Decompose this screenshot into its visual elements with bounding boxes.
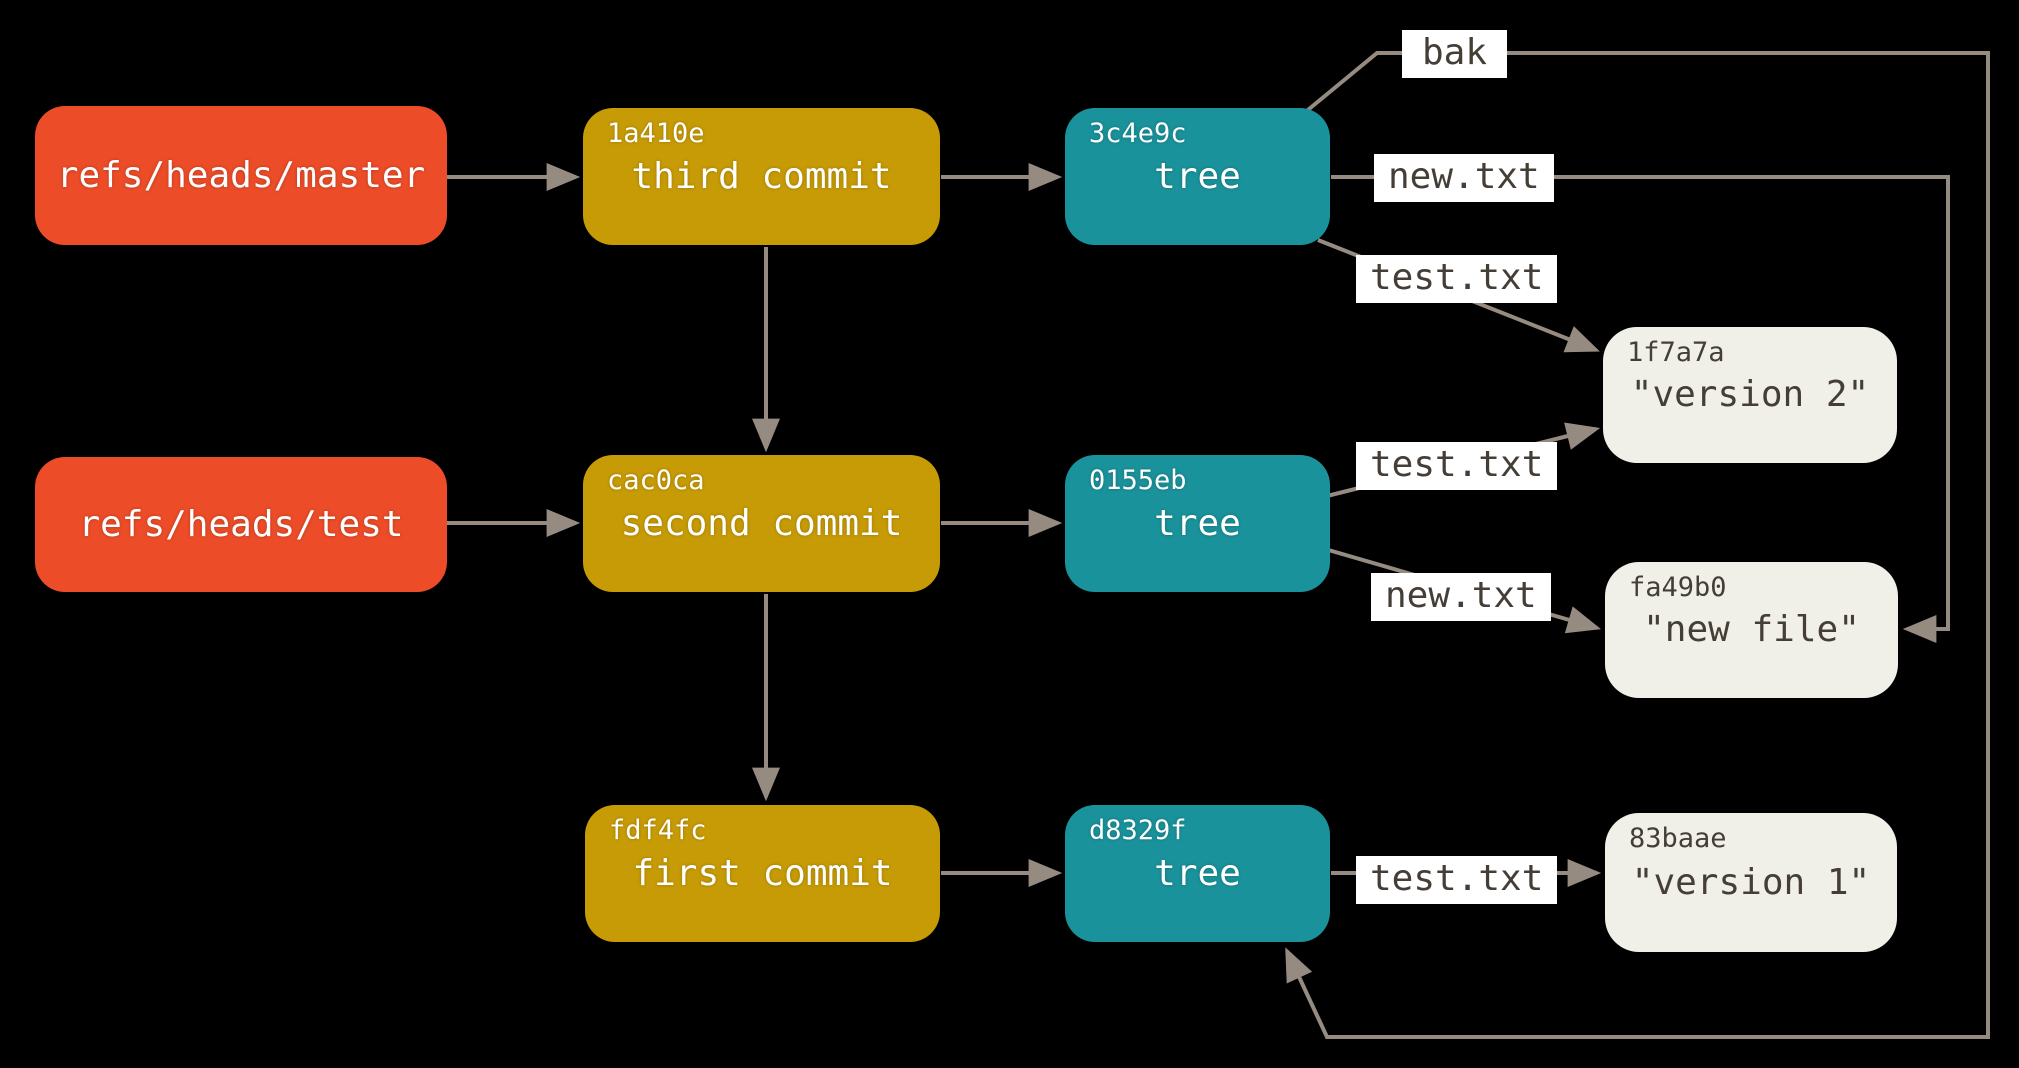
commit-hash: 1a410e bbox=[607, 118, 705, 149]
tree-box-d8329f: d8329f tree bbox=[1065, 805, 1330, 942]
tree-label: tree bbox=[1154, 852, 1241, 894]
commit-box-second: cac0ca second commit bbox=[583, 455, 940, 592]
blob-hash: fa49b0 bbox=[1629, 572, 1727, 603]
commit-label: second commit bbox=[620, 502, 903, 544]
tree-hash: 3c4e9c bbox=[1089, 118, 1187, 149]
commit-label: first commit bbox=[632, 852, 893, 894]
edge-label-bak: bak bbox=[1402, 30, 1508, 78]
blob-label: "new file" bbox=[1643, 609, 1860, 650]
blob-hash: 83baae bbox=[1629, 823, 1727, 854]
edge-label-new-txt-1: new.txt bbox=[1374, 154, 1554, 202]
blob-box-83baae: 83baae "version 1" bbox=[1605, 813, 1897, 952]
edge-label-new-txt-2: new.txt bbox=[1371, 573, 1551, 621]
edge-label-test-txt-3: test.txt bbox=[1356, 856, 1558, 904]
blob-label: "version 2" bbox=[1630, 374, 1870, 415]
tree-box-3c4e9c: 3c4e9c tree bbox=[1065, 108, 1330, 245]
blob-hash: 1f7a7a bbox=[1627, 337, 1725, 368]
blob-box-fa49b0: fa49b0 "new file" bbox=[1605, 562, 1898, 698]
commit-hash: fdf4fc bbox=[609, 815, 707, 846]
tree-hash: d8329f bbox=[1089, 815, 1187, 846]
commit-box-first: fdf4fc first commit bbox=[585, 805, 940, 942]
edge-label-test-txt-2: test.txt bbox=[1356, 442, 1558, 490]
blob-box-1f7a7a: 1f7a7a "version 2" bbox=[1603, 327, 1897, 463]
commit-hash: cac0ca bbox=[607, 465, 705, 496]
commit-box-third: 1a410e third commit bbox=[583, 108, 940, 245]
ref-label: refs/heads/master bbox=[56, 154, 426, 196]
commit-label: third commit bbox=[631, 155, 892, 197]
tree-label: tree bbox=[1154, 502, 1241, 544]
ref-box-test: refs/heads/test bbox=[35, 457, 447, 592]
arrow-bak-to-d8329f bbox=[1285, 51, 1990, 1039]
tree-hash: 0155eb bbox=[1089, 465, 1187, 496]
ref-box-master: refs/heads/master bbox=[35, 106, 447, 245]
tree-label: tree bbox=[1154, 155, 1241, 197]
arrow-newtxt-to-fa49b0 bbox=[1331, 175, 1950, 643]
ref-label: refs/heads/test bbox=[78, 503, 404, 545]
edge-label-test-txt-1: test.txt bbox=[1356, 255, 1558, 303]
tree-box-0155eb: 0155eb tree bbox=[1065, 455, 1330, 592]
blob-label: "version 1" bbox=[1631, 861, 1871, 903]
